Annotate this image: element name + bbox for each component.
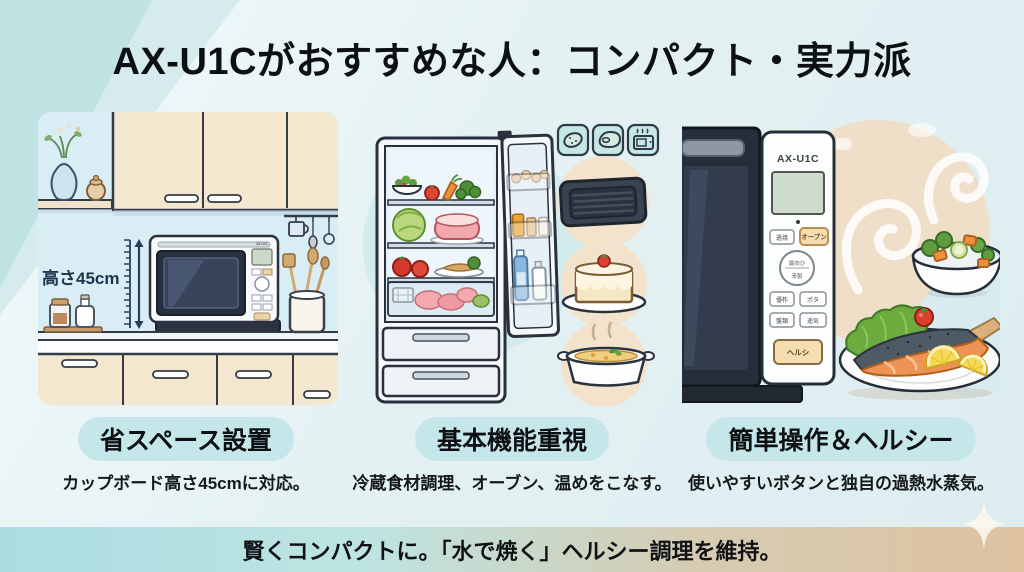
- refrigerator: [375, 130, 560, 404]
- potato-icon: [556, 123, 590, 157]
- spatula: [308, 235, 318, 249]
- model-label: AX-U1C: [777, 153, 819, 165]
- utensil-crock: [282, 247, 330, 334]
- lower-cabinets: [38, 352, 338, 405]
- footer-text: 賢くコンパクトに。「水で焼く」ヘルシー調理を維持。: [242, 538, 782, 564]
- steam-swirls: [841, 152, 989, 295]
- microwave-model-label: AX-U1C: [256, 242, 269, 246]
- oven-front: AX-U1C 遜焼 オーブン 最向ひ 来製 優柞 ポタ 盤類 遥気 ヘルシ: [682, 126, 836, 403]
- feature-caption: 冷蔵食材調理、オーブン、温めをこなす。: [352, 474, 672, 493]
- freezer-drawers: [381, 326, 501, 398]
- microwave-display: [251, 248, 273, 266]
- bell-pepper: [392, 257, 412, 277]
- button-c-label: 盤類: [776, 317, 788, 325]
- button-b: [799, 291, 827, 307]
- carrot: [441, 174, 463, 202]
- door-bin-jars: [507, 213, 553, 240]
- tomato: [411, 260, 429, 278]
- range-button-label: 遜焼: [776, 234, 788, 242]
- oven-illustration: AX-U1C 遜焼 オーブン 最向ひ 来製 優柞 ポタ 盤類 遥気 ヘルシ: [682, 120, 1000, 403]
- door-bin-eggs: [506, 169, 551, 192]
- broccoli: [455, 180, 482, 200]
- cherry-tomato: [914, 307, 934, 327]
- hanging-rail: [284, 214, 338, 249]
- strawberry: [597, 254, 611, 268]
- oven-button-label: オーブン: [801, 232, 827, 241]
- cabinet-handle: [164, 194, 199, 203]
- fridge-illustration: [363, 123, 660, 407]
- kitchen-microwave: AX-U1C: [142, 234, 286, 338]
- button-c: [769, 312, 795, 328]
- door-handle: [682, 139, 745, 157]
- kitchen-illustration: 高さ45cm AX-U1C: [38, 112, 338, 405]
- button-a: [769, 291, 795, 307]
- microwave-dial: [254, 276, 270, 292]
- fridge-door: [497, 130, 560, 338]
- feature-basic-functions: 基本機能重視 冷蔵食材調理、オーブン、温めをこなす。: [342, 417, 682, 494]
- cake-illustration: [561, 254, 647, 314]
- lemon-wedges: [925, 345, 988, 377]
- veggie-bowl: [911, 231, 1000, 298]
- flower-vase: [44, 123, 82, 202]
- whisk: [323, 233, 335, 245]
- dial-top-label: 最向ひ: [789, 259, 806, 267]
- dial-bottom-label: 来製: [791, 272, 803, 280]
- feature-pill: 基本機能重視: [414, 417, 609, 461]
- feature-space-saving: 省スペース設置 カップボード高さ45cmに対応。: [16, 417, 356, 494]
- oven-button: [799, 227, 829, 246]
- ham: [430, 213, 484, 245]
- steak-icon: [591, 123, 625, 157]
- wall-shelf: [38, 199, 113, 213]
- feature-caption: 使いやすいボタンと独自の過熱水蒸気。: [688, 474, 994, 493]
- feature-caption: カップボード高さ45cmに対応。: [62, 474, 310, 493]
- height-ruler: [124, 239, 144, 329]
- feature-easy-healthy: 簡単操作＆ヘルシー 使いやすいボタンと独自の過熱水蒸気。: [671, 417, 1011, 494]
- microwave-steam-icon: [626, 123, 660, 157]
- salmon-plate: [838, 304, 1000, 400]
- button-d-label: 遥気: [807, 317, 819, 325]
- height-label: 高さ45cm: [42, 268, 119, 288]
- mug: [288, 221, 305, 237]
- upper-cabinets: [111, 112, 338, 216]
- gratin-illustration: [557, 321, 655, 387]
- countertop: [38, 331, 338, 355]
- cabinet-handle: [207, 194, 242, 203]
- healthy-button: [773, 339, 823, 365]
- leftover-plate: [434, 256, 484, 278]
- small-pot: [86, 174, 106, 201]
- salad-bowl: [391, 175, 423, 195]
- grill-pan-illustration: [558, 176, 648, 228]
- footer-banner: 賢くコンパクトに。「水で焼く」ヘルシー調理を維持。: [0, 527, 1024, 572]
- crisper-drawer: [387, 281, 495, 317]
- spice-jars: [43, 294, 103, 333]
- range-button: [769, 229, 795, 245]
- salmon-fillet: [852, 316, 1000, 377]
- display-screen: [771, 171, 825, 215]
- button-a-label: 優柞: [776, 296, 788, 304]
- button-b-label: ポタ: [807, 296, 819, 304]
- door-bin-bottles: [510, 249, 557, 306]
- feature-pill: 簡単操作＆ヘルシー: [706, 417, 976, 461]
- healthy-button-label: ヘルシ: [787, 348, 810, 357]
- feature-pill: 省スペース設置: [77, 417, 294, 461]
- tomato: [424, 185, 440, 201]
- sparkle-icon: [965, 501, 1003, 549]
- button-d: [799, 312, 827, 328]
- page-title: AX-U1Cがおすすめな人：コンパクト・実力派: [112, 41, 912, 83]
- cabbage: [392, 208, 426, 242]
